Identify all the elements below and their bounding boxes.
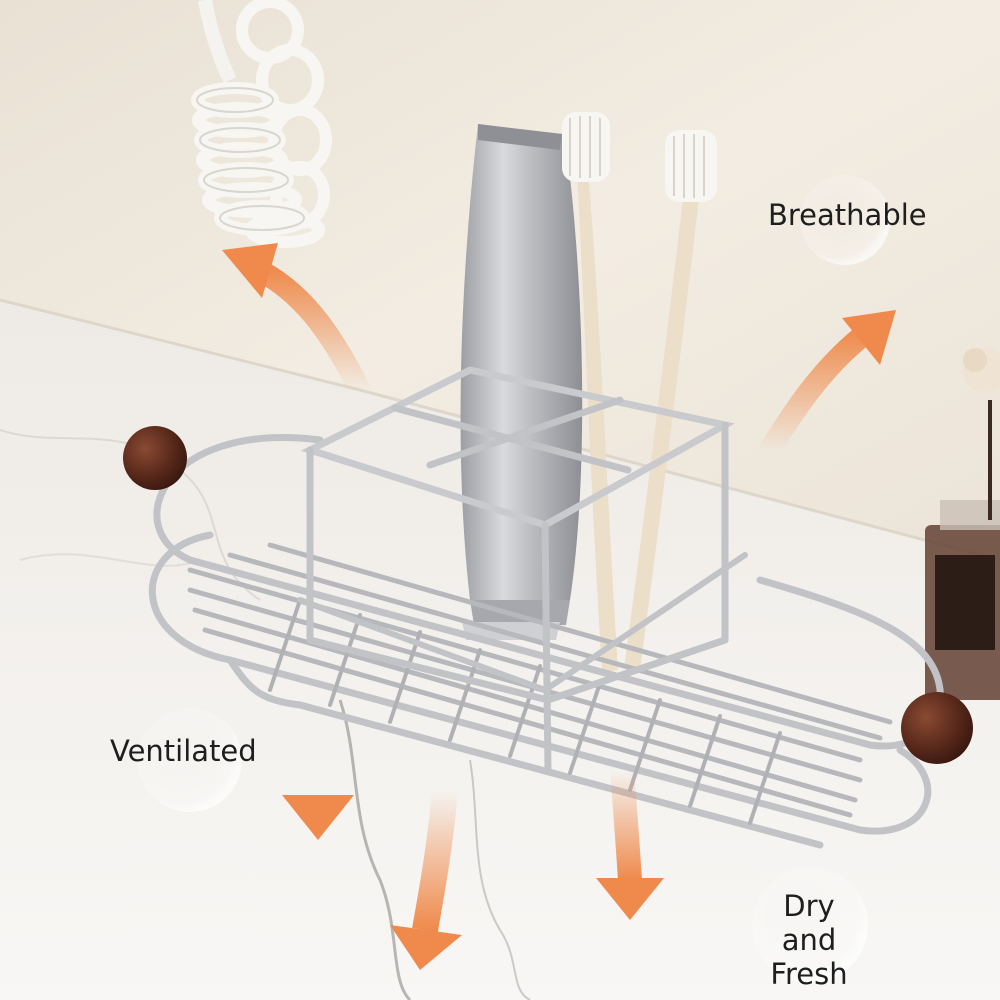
steel-toothbrush-rack (148, 366, 944, 849)
coiled-cable (191, 0, 332, 248)
perfume-bottle (925, 348, 1000, 700)
marble-vein (338, 699, 412, 1000)
toothbrush-right (624, 130, 717, 670)
airflow-arrow-down-left (282, 690, 354, 840)
ventilated-label: Ventilated (110, 734, 257, 768)
airflow-arrow-up-right (759, 310, 896, 461)
wooden-ball-left (123, 426, 187, 490)
bubble-decoration (800, 175, 890, 265)
airflow-arrow-down-right (596, 769, 664, 920)
breathable-label: Breathable (768, 198, 927, 232)
airflow-arrow-up-left (222, 243, 371, 401)
wooden-ball-right (901, 692, 973, 764)
dry-and-fresh-label: Dry and Fresh (770, 889, 848, 991)
airflow-arrow-down-middle (390, 788, 462, 970)
